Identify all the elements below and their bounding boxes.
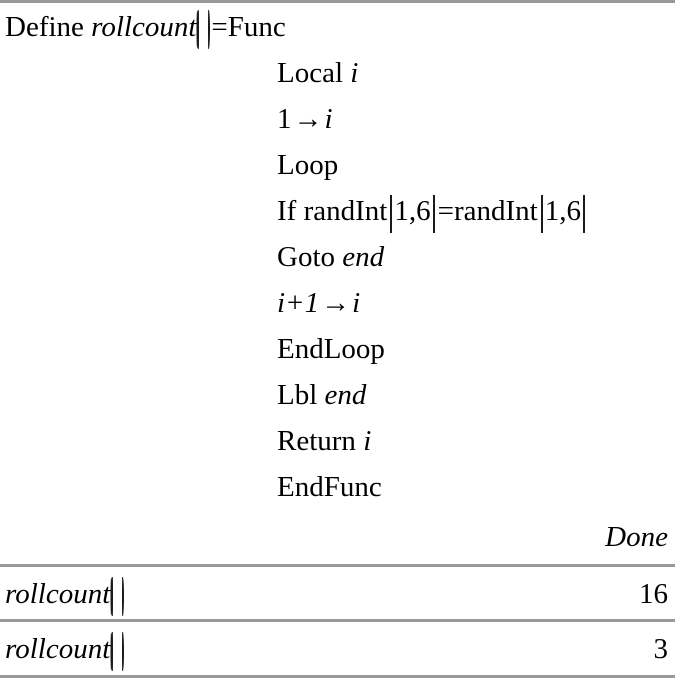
goto-keyword: Goto xyxy=(277,241,335,273)
lbl-label-name: end xyxy=(324,379,367,411)
randint-args-right: 1,6 xyxy=(544,195,581,227)
lbl-keyword: Lbl xyxy=(277,379,318,411)
increment-expression: i+1 xyxy=(277,287,320,319)
code-line-return[interactable]: Return i xyxy=(0,418,675,464)
separator-line-2 xyxy=(0,619,675,622)
program-listing[interactable]: Define rollcount=Func Local i 1→i Loop I… xyxy=(0,4,675,510)
separator-line-top xyxy=(0,0,675,3)
assign-target-variable: i xyxy=(324,103,333,135)
return-statement: Return i xyxy=(277,418,371,464)
lbl-statement: Lbl end xyxy=(277,372,366,418)
paren-open-right-icon xyxy=(538,195,545,233)
return-variable: i xyxy=(363,425,372,457)
history-result-1: 16 xyxy=(639,578,668,610)
loop-keyword: Loop xyxy=(277,149,339,181)
paren-open-left-icon xyxy=(387,195,394,233)
goto-label-name: end xyxy=(342,241,385,273)
paren-close-right-icon xyxy=(581,195,588,233)
history-entry-1-name: rollcount xyxy=(5,578,111,610)
code-line-endfunc[interactable]: EndFunc xyxy=(0,464,675,510)
equals-sign: = xyxy=(211,11,228,43)
code-line-assign-one[interactable]: 1→i xyxy=(0,96,675,142)
assign-statement: 1→i xyxy=(277,96,333,142)
increment-statement: i+1→i xyxy=(277,280,360,326)
local-statement: Local i xyxy=(277,50,358,96)
define-statement: Define rollcount =Func xyxy=(5,4,286,50)
history-entry-2[interactable]: rollcount xyxy=(5,622,125,676)
empty-parentheses-icon xyxy=(110,577,125,616)
function-name: rollcount xyxy=(91,11,197,43)
randint-args-left: 1,6 xyxy=(394,195,431,227)
empty-parentheses-icon xyxy=(110,632,125,671)
randint-function-right: randInt xyxy=(453,195,538,227)
code-line-loop[interactable]: Loop xyxy=(0,142,675,188)
assign-value: 1 xyxy=(277,103,292,135)
goto-statement: Goto end xyxy=(277,234,384,280)
define-keyword: Define xyxy=(5,11,84,43)
func-keyword: Func xyxy=(227,11,286,43)
if-keyword: If xyxy=(277,195,297,227)
if-comparator: = xyxy=(437,195,454,227)
history-entry-2-name: rollcount xyxy=(5,633,111,665)
endloop-keyword: EndLoop xyxy=(277,333,385,365)
code-line-increment[interactable]: i+1→i xyxy=(0,280,675,326)
store-arrow-icon: → xyxy=(321,287,351,319)
define-result-text: Done xyxy=(605,521,668,553)
local-keyword: Local xyxy=(277,57,344,89)
history-row-define-result[interactable]: Done xyxy=(0,510,675,564)
history-entry-1[interactable]: rollcount xyxy=(5,567,125,621)
code-line-lbl[interactable]: Lbl end xyxy=(0,372,675,418)
separator-line-bottom xyxy=(0,675,675,678)
paren-close-left-icon xyxy=(431,195,438,233)
store-arrow-icon: → xyxy=(293,103,323,135)
code-line-local[interactable]: Local i xyxy=(0,50,675,96)
history-result-2: 3 xyxy=(653,633,669,665)
separator-line-1 xyxy=(0,564,675,567)
return-keyword: Return xyxy=(277,425,356,457)
empty-parentheses-icon xyxy=(196,10,211,49)
code-line-goto[interactable]: Goto end xyxy=(0,234,675,280)
code-line-endloop[interactable]: EndLoop xyxy=(0,326,675,372)
history-row-1[interactable]: rollcount 16 xyxy=(0,567,675,621)
randint-function-left: randInt xyxy=(303,195,388,227)
history-row-2[interactable]: rollcount 3 xyxy=(0,622,675,676)
increment-target-variable: i xyxy=(352,287,361,319)
code-line-define[interactable]: Define rollcount =Func xyxy=(0,4,675,50)
endfunc-keyword: EndFunc xyxy=(277,471,382,503)
local-variable: i xyxy=(350,57,359,89)
